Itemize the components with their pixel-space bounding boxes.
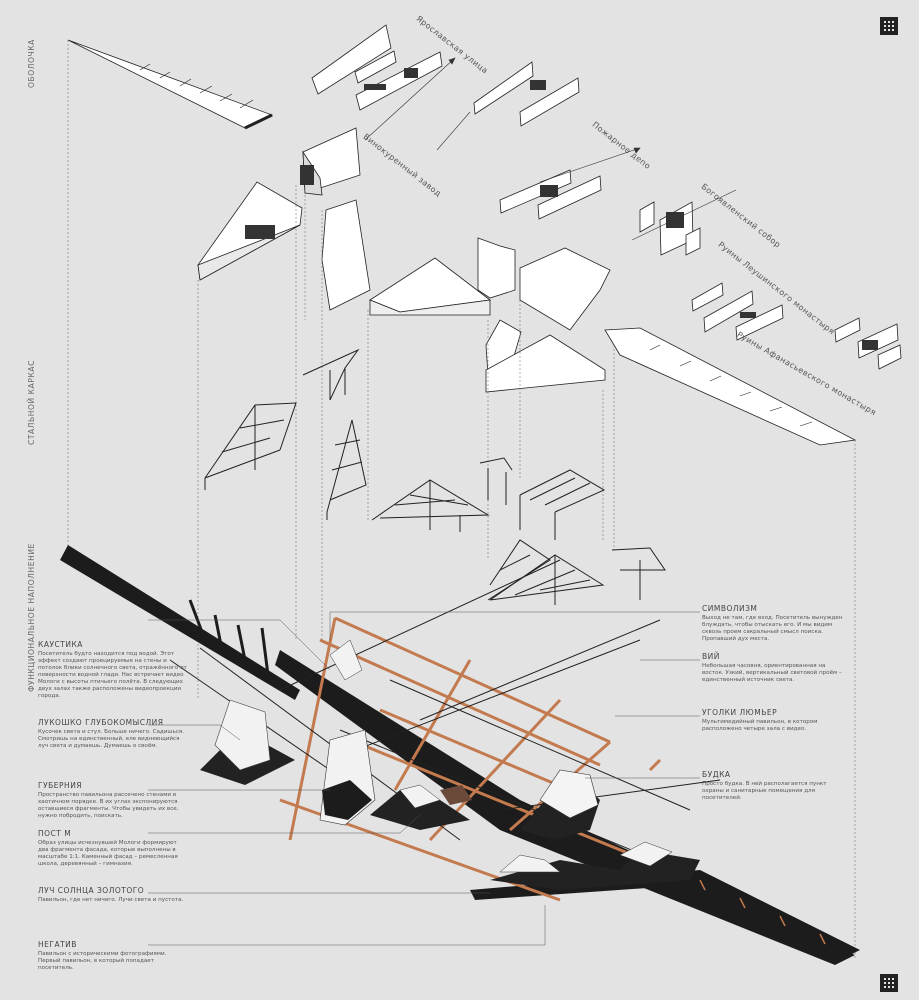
- annotation-desc: Небольшая часовня, ориентированная на во…: [702, 663, 842, 683]
- annotation-desc: Образ улицы исчезнувшей Мологи формируют…: [38, 840, 178, 867]
- shell-layer: [67, 24, 902, 446]
- annotation-desc: Просто будка. В ней располагается пункт …: [702, 781, 827, 801]
- annotation-desc: Павильон с историческими фотографиями. П…: [38, 951, 167, 971]
- annotation-negativ: НЕГАТИВ Павильон с историческими фотогра…: [38, 940, 188, 972]
- annotation-title: КАУСТИКА: [38, 640, 83, 649]
- steel-frame-layer: [204, 348, 666, 605]
- annotation-kaustika: КАУСТИКА Посетитель будто находится под …: [38, 640, 188, 700]
- dotted-links: [67, 40, 856, 960]
- annotation-title: БУДКА: [702, 770, 731, 779]
- annotation-desc: Павильон, где нет ничего. Лучи света и п…: [38, 897, 184, 903]
- annotation-title: ЛУКОШКО ГЛУБОКОМЫСЛИЯ: [38, 718, 164, 727]
- shell-side-label: ОБОЛОЧКА: [27, 39, 36, 88]
- annotation-post-m: ПОСТ М Образ улицы исчезнувшей Мологи фо…: [38, 829, 188, 868]
- annotation-desc: Кусочек света и стул. Больше ничего. Сад…: [38, 729, 185, 749]
- annotation-title: ВИЙ: [702, 652, 720, 661]
- annotation-desc: Выход не там, где вход. Посетитель вынуж…: [702, 615, 843, 642]
- annotation-lukoshko: ЛУКОШКО ГЛУБОКОМЫСЛИЯ Кусочек света и ст…: [38, 718, 188, 750]
- annotation-guberniya: ГУБЕРНИЯ Пространство павильона рассечен…: [38, 781, 188, 820]
- qr-code-icon-bottom[interactable]: [880, 974, 898, 992]
- annotation-luch-solntsa: ЛУЧ СОЛНЦА ЗОЛОТОГО Павильон, где нет ни…: [38, 886, 188, 904]
- annotation-title: ЛУЧ СОЛНЦА ЗОЛОТОГО: [38, 886, 145, 895]
- annotation-viy: ВИЙ Небольшая часовня, ориентированная н…: [702, 652, 847, 684]
- function-layer: [60, 545, 860, 965]
- annotation-desc: Мультимедийный павильон, в котором распо…: [702, 719, 818, 732]
- function-side-label: ФУНКЦИОНАЛЬНОЕ НАПОЛНЕНИЕ: [27, 543, 36, 692]
- annotation-title: ПОСТ М: [38, 829, 72, 838]
- annotation-simvolizm: СИМВОЛИЗМ Выход не там, где вход. Посети…: [702, 604, 847, 643]
- annotation-title: НЕГАТИВ: [38, 940, 77, 949]
- annotation-desc: Посетитель будто находится под водой. Эт…: [38, 651, 187, 699]
- annotation-title: СИМВОЛИЗМ: [702, 604, 758, 613]
- annotation-budka: БУДКА Просто будка. В ней располагается …: [702, 770, 847, 802]
- annotation-desc: Пространство павильона рассечено стенами…: [38, 792, 179, 819]
- annotation-title: УГОЛКИ ЛЮМЬЕР: [702, 708, 778, 717]
- qr-code-icon-top[interactable]: [880, 17, 898, 35]
- annotation-leaders: [148, 611, 700, 946]
- annotation-ugolki-lumier: УГОЛКИ ЛЮМЬЕР Мультимедийный павильон, в…: [702, 708, 847, 733]
- frame-side-label: СТАЛЬНОЙ КАРКАС: [27, 360, 36, 445]
- place-pointers: [364, 57, 737, 241]
- annotation-title: ГУБЕРНИЯ: [38, 781, 83, 790]
